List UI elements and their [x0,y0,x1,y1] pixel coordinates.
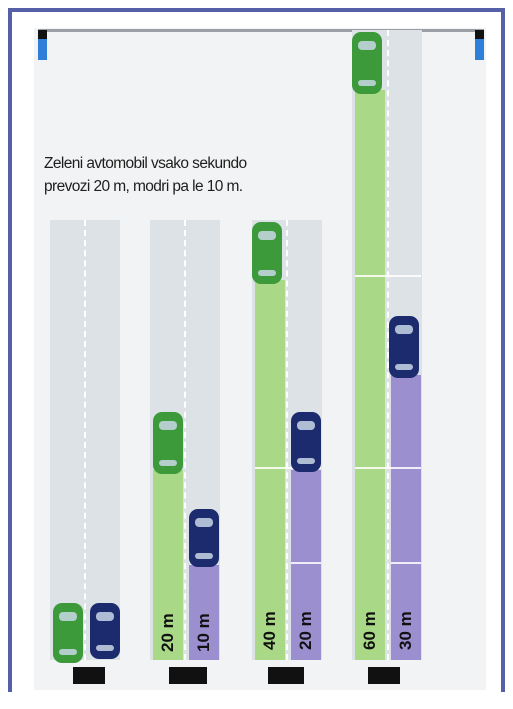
caption-line-1: Zeleni avtomobil vsako sekundo [44,155,247,172]
green-distance-trail [153,470,183,660]
green-distance-label: 60 m [360,611,379,650]
blue-car [90,603,120,659]
figure-caption: Zeleni avtomobil vsako sekundo prevozi 2… [44,152,304,198]
blue-distance-trail [189,565,219,660]
lane-divider [387,30,389,660]
one-second-marker [255,467,321,469]
green-car [352,32,382,94]
lane-divider [184,220,186,660]
blue-distance-label: 20 m [296,611,315,650]
lane-divider [84,220,86,660]
left-scroll-marker [38,30,47,60]
right-scroll-marker [475,30,484,60]
top-divider [38,29,484,32]
green-distance-trail [255,280,285,660]
blue-distance-label: 10 m [194,613,213,652]
green-car [153,412,183,474]
green-car [53,603,83,663]
blue-distance-label: 30 m [396,611,415,650]
blue-distance-trail [291,470,321,660]
start-line [368,667,400,684]
caption-line-2: prevozi 20 m, modri pa le 10 m. [44,178,243,195]
blue-car [189,509,219,567]
blue-distance-trail [391,375,421,660]
green-distance-label: 20 m [158,613,177,652]
one-second-marker [291,562,321,564]
start-line [169,667,207,684]
one-second-marker [391,562,421,564]
start-line [73,667,105,684]
lane-divider [286,220,288,660]
green-distance-trail [355,90,385,660]
start-line [268,667,304,684]
green-distance-label: 40 m [260,611,279,650]
green-car [252,222,282,284]
blue-car [389,316,419,378]
blue-car [291,412,321,472]
